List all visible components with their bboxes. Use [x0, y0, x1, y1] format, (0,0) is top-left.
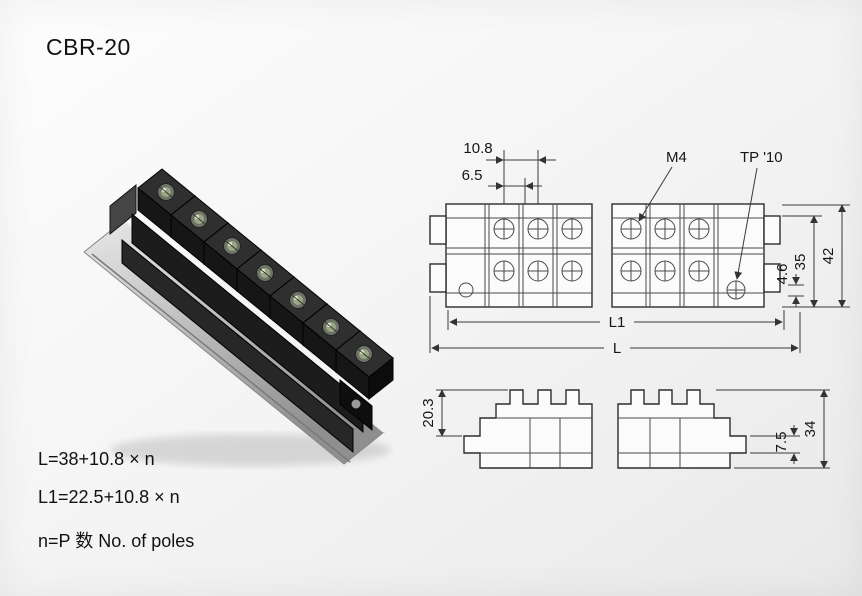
dim-pitch	[486, 150, 556, 204]
dim-l1-label: L1	[609, 314, 626, 331]
side-view-drawing: 20.3 7.5 34	[420, 389, 830, 469]
dim-42-label: 42	[820, 248, 837, 265]
product-photo	[83, 168, 394, 466]
mounting-hole-left	[458, 282, 474, 298]
side-left-details	[480, 417, 592, 468]
side-right-details	[618, 417, 730, 468]
right-tab-top	[763, 215, 781, 245]
left-tab-bottom	[429, 263, 447, 293]
dim-203	[436, 389, 508, 437]
body-lower-tier	[121, 238, 354, 454]
left-tab-top	[429, 215, 447, 245]
tp-label: TP '10	[740, 149, 783, 166]
dim-l-label: L	[613, 340, 621, 357]
end-plate	[109, 183, 137, 236]
model-title: CBR-20	[46, 34, 131, 60]
tp-leader-line	[734, 167, 758, 280]
formula-l1: L1=22.5+10.8 × n	[38, 487, 180, 507]
right-tab-bottom	[763, 263, 781, 293]
dim-34	[716, 389, 830, 469]
body-upper-tier	[131, 212, 364, 434]
terminal-screws	[493, 218, 710, 282]
tp-hole	[726, 280, 746, 300]
dim-75	[750, 425, 800, 464]
front-view-drawing: 10.8 6.5 M4 TP '10 35 42 4.6	[429, 140, 850, 357]
dim-35-label: 35	[792, 254, 809, 271]
front-inner-lines	[446, 204, 764, 307]
dim-lengths	[429, 296, 801, 353]
dim-75-label: 7.5	[773, 432, 790, 453]
dim-pitch-label: 10.8	[463, 140, 492, 157]
dim-heights	[782, 204, 850, 308]
side-view-right	[617, 389, 747, 469]
formula-n: n=P 数 No. of poles	[38, 531, 195, 551]
dim-203-label: 20.3	[420, 398, 437, 427]
screw-leader-line	[638, 166, 673, 222]
dim-34-label: 34	[802, 421, 819, 438]
end-stop	[339, 378, 373, 432]
dim-opening-label: 6.5	[462, 167, 483, 184]
side-view-left	[463, 389, 593, 469]
screw-size-label: M4	[666, 149, 687, 166]
dim-46-label: 4.6	[774, 264, 791, 285]
